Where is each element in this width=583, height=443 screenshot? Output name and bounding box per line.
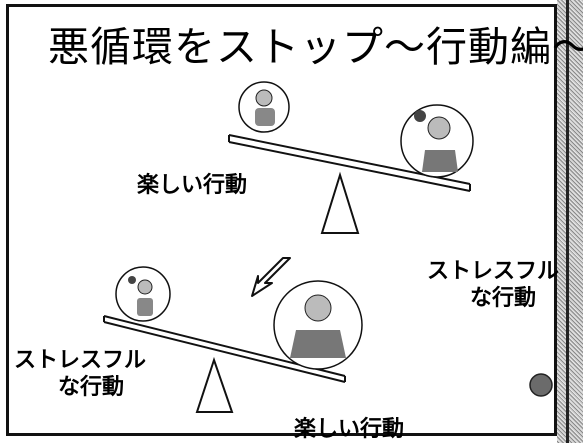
top-seesaw [228, 134, 471, 234]
top-light-label: 楽しい行動 [137, 173, 248, 198]
bottom-light-label-line2: な行動 [58, 375, 125, 400]
top-small-person-icon [238, 81, 290, 133]
down-left-arrow-icon [251, 257, 291, 297]
top-heavy-label-line1: ストレスフル [427, 259, 560, 284]
slide-frame [6, 4, 557, 436]
bottom-light-label-line1: ストレスフル [14, 348, 147, 373]
top-heavy-label-line2: な行動 [470, 286, 537, 311]
bottom-fulcrum [195, 356, 234, 413]
bottom-large-person-icon [273, 280, 363, 370]
bottom-small-person-icon [115, 266, 171, 322]
right-border-strip [557, 0, 583, 443]
gray-dot [529, 373, 553, 397]
right-border-line [566, 0, 569, 443]
page-title: 悪循環をストップ〜行動編〜 [48, 23, 583, 71]
top-fulcrum [320, 171, 360, 234]
top-large-person-icon [400, 104, 474, 178]
bottom-heavy-label: 楽しい行動 [294, 417, 405, 442]
